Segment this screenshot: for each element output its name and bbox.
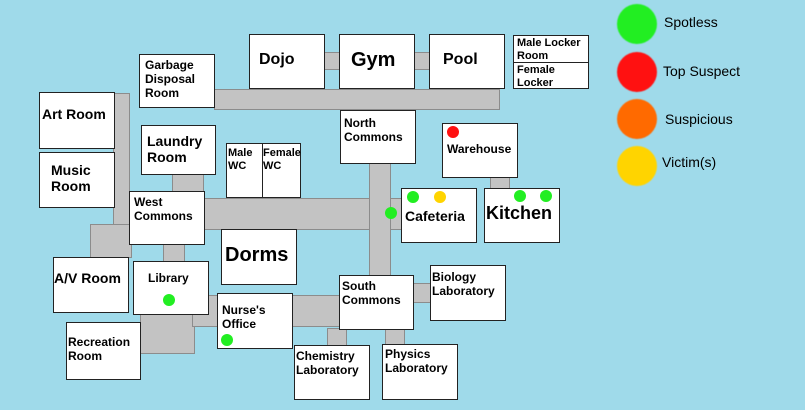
room-west-commons-label: West Commons (134, 195, 193, 223)
room-male-locker: Male Locker Room (513, 35, 589, 63)
room-av: A/V Room (53, 257, 129, 313)
legend-victim-label: Victim(s) (662, 154, 717, 170)
room-library-label: Library (148, 271, 189, 285)
room-gym: Gym (339, 34, 415, 89)
room-warehouse-label: Warehouse (447, 142, 512, 156)
marker-cafeteria-victim (434, 191, 446, 203)
room-recreation-label: Recreation Room (68, 335, 131, 363)
room-dojo: Dojo (249, 34, 325, 89)
room-south-commons-label: South Commons (342, 279, 401, 307)
room-cafeteria-label: Cafeteria (405, 208, 465, 224)
room-garbage: Garbage Disposal Room (139, 54, 215, 108)
marker-hallway-spotless (385, 207, 397, 219)
room-female-locker-label: Female Locker (517, 64, 555, 89)
marker-kitchen-spotless-1 (514, 190, 526, 202)
legend-spotless-label: Spotless (664, 14, 718, 30)
room-female-locker: Female Locker (513, 62, 589, 89)
room-male-wc-label: Male WC (228, 147, 253, 172)
legend-top-suspect-dot (617, 52, 657, 92)
hallway-north-commons (369, 162, 391, 282)
hallway-north (214, 89, 500, 110)
room-male-wc: Male WC (226, 143, 264, 198)
room-pool-label: Pool (443, 51, 478, 68)
room-garbage-label: Garbage Disposal Room (145, 58, 196, 100)
room-biology-label: Biology Laboratory (432, 270, 495, 298)
legend-victim-dot (617, 146, 657, 186)
room-music: Music Room (39, 152, 115, 208)
room-female-wc-label: Female WC (263, 147, 301, 172)
marker-warehouse-top-suspect (447, 126, 459, 138)
marker-nurse-spotless (221, 334, 233, 346)
room-north-commons-label: North Commons (344, 116, 403, 144)
room-west-commons: West Commons (129, 191, 205, 245)
room-recreation: Recreation Room (66, 322, 141, 380)
legend-top-suspect-label: Top Suspect (663, 63, 741, 79)
room-male-locker-label: Male Locker Room (517, 37, 581, 62)
room-art-label: Art Room (42, 106, 106, 122)
room-pool: Pool (429, 34, 505, 89)
legend-suspicious-label: Suspicious (665, 111, 733, 127)
marker-kitchen-spotless-2 (540, 190, 552, 202)
room-laundry: Laundry Room (141, 125, 216, 175)
room-gym-label: Gym (351, 49, 396, 71)
room-laundry-label: Laundry Room (147, 133, 203, 166)
legend-suspicious-dot (617, 99, 657, 139)
marker-cafeteria-spotless (407, 191, 419, 203)
room-art: Art Room (39, 92, 115, 149)
room-av-label: A/V Room (54, 270, 121, 286)
room-kitchen-label: Kitchen (486, 203, 553, 223)
room-north-commons: North Commons (340, 110, 416, 164)
room-chemistry-label: Chemistry Laboratory (296, 349, 359, 377)
room-biology: Biology Laboratory (430, 265, 506, 321)
room-physics-label: Physics Laboratory (385, 347, 448, 375)
room-chemistry: Chemistry Laboratory (294, 345, 370, 400)
room-nurse-label: Nurse's Office (222, 303, 266, 331)
room-dorms: Dorms (221, 229, 297, 285)
room-library: Library (133, 261, 209, 315)
room-female-wc: Female WC (262, 143, 301, 198)
room-music-label: Music Room (51, 162, 91, 195)
hallway-library (163, 243, 185, 263)
legend-spotless-dot (617, 4, 657, 44)
marker-library-spotless (163, 294, 175, 306)
room-physics: Physics Laboratory (382, 344, 458, 400)
hallway-av (90, 224, 132, 258)
room-south-commons: South Commons (339, 275, 414, 330)
room-dorms-label: Dorms (225, 244, 289, 266)
hallway-library-rec (140, 312, 195, 354)
room-dojo-label: Dojo (259, 51, 295, 68)
